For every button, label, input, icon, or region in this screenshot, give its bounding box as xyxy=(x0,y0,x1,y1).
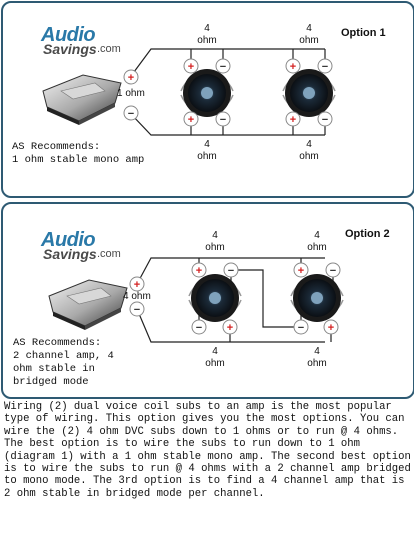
sub2-top-positive-terminal: + xyxy=(293,262,309,278)
logo-savings-text: Savings xyxy=(43,41,97,57)
logo-savings-text: Savings xyxy=(43,246,97,262)
subwoofer-1-icon xyxy=(188,274,242,322)
sub1-bottom-negative-terminal: − xyxy=(191,319,207,335)
sub1-top-negative-terminal: − xyxy=(223,262,239,278)
sub1-bottom-positive-terminal: + xyxy=(222,319,238,335)
svg-text:−: − xyxy=(322,61,328,73)
svg-text:+: + xyxy=(227,322,233,334)
option1-panel: Audio Savings .com Option 1 xyxy=(1,1,414,198)
sub1-top-positive-terminal: + xyxy=(183,58,199,74)
sub2-bottom-positive-terminal: + xyxy=(323,319,339,335)
amplifier-icon xyxy=(42,74,122,125)
option2-bottom-left-impedance: 4 ohm xyxy=(205,346,225,369)
logo-com-text: .com xyxy=(97,43,121,55)
subwoofer-2-icon xyxy=(282,69,336,117)
sub1-bottom-negative-terminal: − xyxy=(215,111,231,127)
option2-top-left-impedance: 4 ohm xyxy=(205,230,225,253)
svg-text:+: + xyxy=(298,265,304,277)
logo-audio-text: Audio xyxy=(41,229,96,251)
audiosavings-logo: Audio Savings .com xyxy=(33,23,143,63)
svg-text:−: − xyxy=(220,61,226,73)
svg-text:−: − xyxy=(220,114,226,126)
svg-text:−: − xyxy=(128,108,134,120)
subwoofer-1-icon xyxy=(180,69,234,117)
option1-amp-impedance: 1 ohm xyxy=(117,88,145,99)
option1-bottom-left-impedance: 4 ohm xyxy=(197,139,217,162)
option2-top-right-impedance: 4 ohm xyxy=(307,230,327,253)
sub1-top-positive-terminal: + xyxy=(191,262,207,278)
subwoofer-2-icon xyxy=(290,274,344,322)
option2-bottom-right-impedance: 4 ohm xyxy=(307,346,327,369)
svg-text:+: + xyxy=(290,61,296,73)
svg-text:+: + xyxy=(134,279,140,291)
option1-recommendation: AS Recommends: 1 ohm stable mono amp xyxy=(12,141,145,166)
svg-text:+: + xyxy=(290,114,296,126)
option1-title: Option 1 xyxy=(341,27,386,39)
amplifier-icon xyxy=(48,279,128,330)
svg-text:−: − xyxy=(228,265,234,277)
sub2-top-negative-terminal: − xyxy=(317,58,333,74)
option1-wiring-diagram: + − + − + − + − + − xyxy=(42,48,336,136)
svg-text:+: + xyxy=(188,114,194,126)
option2-amp-impedance: 4 ohm xyxy=(123,291,151,302)
sub2-bottom-negative-terminal: − xyxy=(293,319,309,335)
svg-text:+: + xyxy=(328,322,334,334)
amp-positive-terminal: + xyxy=(129,276,145,292)
option2-title: Option 2 xyxy=(345,228,390,240)
svg-text:−: − xyxy=(134,304,140,316)
sub2-top-positive-terminal: + xyxy=(285,58,301,74)
audiosavings-logo: Audio Savings .com xyxy=(33,228,143,268)
sub1-bottom-positive-terminal: + xyxy=(183,111,199,127)
svg-text:+: + xyxy=(188,61,194,73)
svg-text:+: + xyxy=(128,72,134,84)
amp-negative-terminal: − xyxy=(123,105,139,121)
sub2-bottom-negative-terminal: − xyxy=(317,111,333,127)
logo-com-text: .com xyxy=(97,248,121,260)
svg-text:−: − xyxy=(196,322,202,334)
svg-text:−: − xyxy=(322,114,328,126)
option2-recommendation: AS Recommends: 2 channel amp, 4 ohm stab… xyxy=(13,337,114,388)
amp-negative-terminal: − xyxy=(129,301,145,317)
option1-top-right-impedance: 4 ohm xyxy=(299,23,319,46)
option1-top-left-impedance: 4 ohm xyxy=(197,23,217,46)
option2-wiring-diagram: + − + − − + + − − + xyxy=(48,257,344,343)
svg-text:−: − xyxy=(298,322,304,334)
sub2-top-negative-terminal: − xyxy=(325,262,341,278)
sub1-top-negative-terminal: − xyxy=(215,58,231,74)
logo-audio-text: Audio xyxy=(41,24,96,46)
sub2-bottom-positive-terminal: + xyxy=(285,111,301,127)
amp-positive-terminal: + xyxy=(123,69,139,85)
svg-text:−: − xyxy=(330,265,336,277)
option2-panel: Audio Savings .com Option 2 xyxy=(1,202,414,399)
wiring-description: Wiring (2) dual voice coil subs to an am… xyxy=(4,401,411,500)
option1-bottom-right-impedance: 4 ohm xyxy=(299,139,319,162)
svg-text:+: + xyxy=(196,265,202,277)
